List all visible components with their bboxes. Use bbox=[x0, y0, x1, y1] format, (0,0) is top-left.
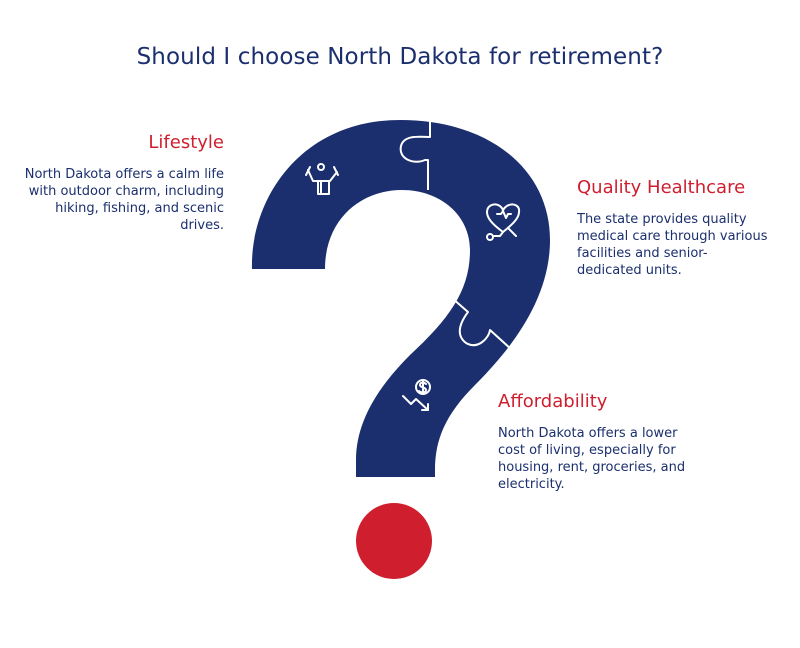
puzzle-seams bbox=[399, 120, 513, 351]
affordability-heading: Affordability bbox=[498, 391, 608, 412]
heart-stethoscope-icon bbox=[486, 203, 521, 241]
lifestyle-text: North Dakota offers a calm life with out… bbox=[24, 167, 224, 233]
question-mark-dot bbox=[356, 503, 432, 579]
healthcare-text: The state provides quality medical care … bbox=[577, 212, 768, 278]
cost-down-icon bbox=[402, 379, 431, 411]
page-title: Should I choose North Dakota for retirem… bbox=[136, 44, 664, 70]
affordability-text: North Dakota offers a lower cost of livi… bbox=[498, 426, 686, 492]
lifestyle-heading: Lifestyle bbox=[148, 132, 224, 153]
question-mark-shape bbox=[251, 120, 550, 477]
hiking-icon bbox=[305, 163, 339, 195]
healthcare-heading: Quality Healthcare bbox=[577, 177, 746, 198]
